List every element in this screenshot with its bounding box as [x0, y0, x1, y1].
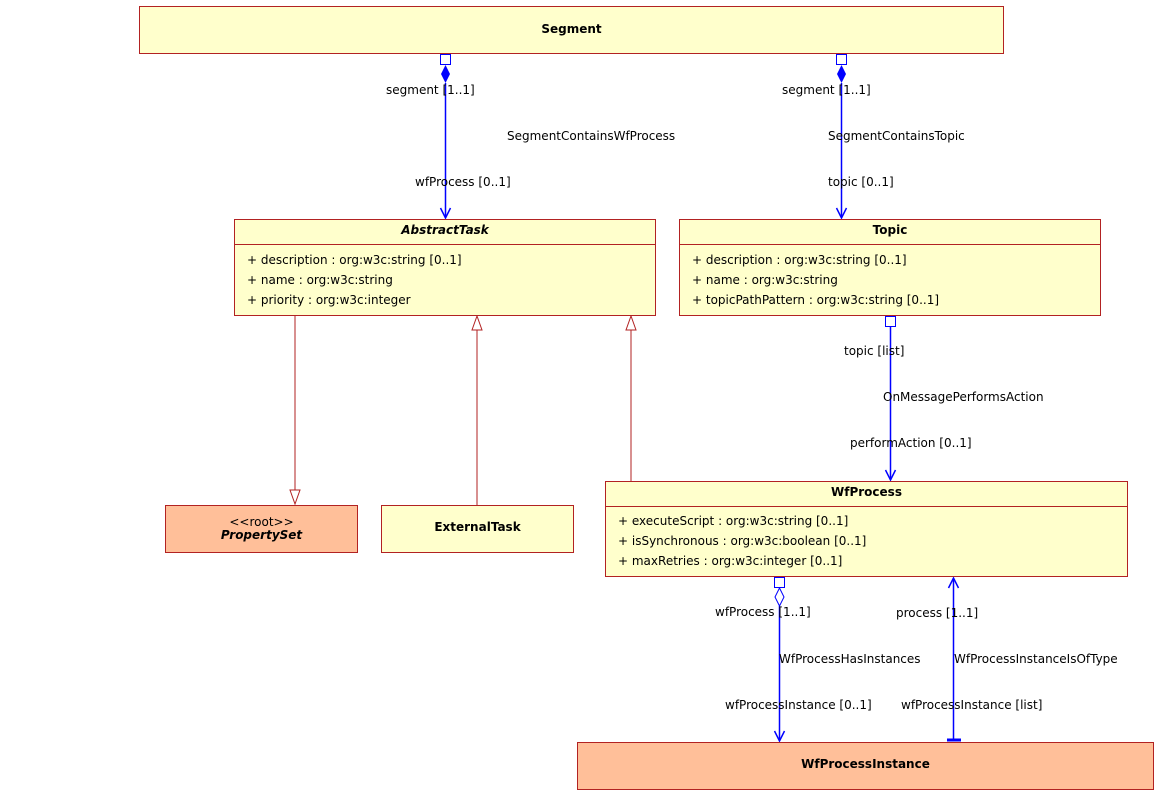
generalization-arrowhead: [625, 314, 637, 331]
generalization-externaltask-abstracttask: [471, 314, 483, 505]
role-label: wfProcess [1..1]: [715, 605, 811, 619]
role-label: wfProcess [0..1]: [415, 175, 511, 189]
attribute: + description : org:w3c:string [0..1]: [247, 253, 462, 267]
attribute-list: + description : org:w3c:string [0..1] + …: [692, 250, 1096, 310]
role-label: process [1..1]: [896, 606, 979, 620]
attribute: + isSynchronous : org:w3c:boolean [0..1]: [618, 534, 867, 548]
role-label: wfProcessInstance [list]: [901, 698, 1043, 712]
role-label: segment [1..1]: [386, 83, 475, 97]
attribute: + topicPathPattern : org:w3c:string [0..…: [692, 293, 940, 307]
compartment-divider: [606, 506, 1127, 507]
class-wf-process-instance[interactable]: WfProcessInstance: [577, 742, 1154, 790]
class-stereotype: <<root>>: [229, 515, 294, 529]
attribute: + description : org:w3c:string [0..1]: [692, 253, 907, 267]
class-wf-process[interactable]: WfProcess + executeScript : org:w3c:stri…: [605, 481, 1128, 577]
generalization-arrowhead: [289, 489, 301, 506]
role-label: wfProcessInstance [0..1]: [725, 698, 872, 712]
class-name: AbstractTask: [401, 223, 489, 237]
attribute: + maxRetries : org:w3c:integer [0..1]: [618, 554, 843, 568]
class-name: PropertySet: [220, 528, 303, 542]
association-segment-wfprocess: [441, 54, 451, 219]
attribute-list: + description : org:w3c:string [0..1] + …: [247, 250, 651, 310]
attribute: + name : org:w3c:string: [247, 273, 393, 287]
compartment-divider: [680, 244, 1100, 245]
association-topic-wfprocess: [886, 316, 896, 481]
class-name: ExternalTask: [434, 520, 521, 534]
role-label: topic [0..1]: [828, 175, 894, 189]
association-instance-is-of-type: [947, 578, 961, 742]
class-abstract-task[interactable]: AbstractTask + description : org:w3c:str…: [234, 219, 656, 316]
class-segment[interactable]: Segment: [139, 6, 1004, 54]
class-name: WfProcessInstance: [801, 757, 930, 771]
class-name: Segment: [541, 22, 602, 36]
association-name: SegmentContainsTopic: [828, 129, 965, 143]
association-segment-topic: [837, 54, 847, 219]
class-external-task[interactable]: ExternalTask: [381, 505, 574, 553]
association-name: WfProcessHasInstances: [779, 652, 921, 666]
association-name: SegmentContainsWfProcess: [507, 129, 676, 143]
role-label: performAction [0..1]: [850, 436, 972, 450]
generalization-arrowhead: [471, 314, 483, 331]
class-name: WfProcess: [831, 485, 902, 499]
attribute: + executeScript : org:w3c:string [0..1]: [618, 514, 849, 528]
compartment-divider: [235, 244, 655, 245]
attribute: + name : org:w3c:string: [692, 273, 838, 287]
association-wfprocess-instances: [775, 577, 785, 742]
generalization-wfprocess-abstracttask: [625, 314, 637, 481]
role-label: segment [1..1]: [782, 83, 871, 97]
association-name: WfProcessInstanceIsOfType: [954, 652, 1118, 666]
class-property-set[interactable]: <<root>> PropertySet: [165, 505, 358, 553]
role-label: topic [list]: [844, 344, 905, 358]
class-topic[interactable]: Topic + description : org:w3c:string [0.…: [679, 219, 1101, 316]
attribute: + priority : org:w3c:integer: [247, 293, 411, 307]
attribute-list: + executeScript : org:w3c:string [0..1] …: [618, 511, 1123, 571]
association-name: OnMessagePerformsAction: [883, 390, 1044, 404]
generalization-propertyset-abstracttask: [289, 316, 301, 506]
class-name: Topic: [872, 223, 908, 237]
